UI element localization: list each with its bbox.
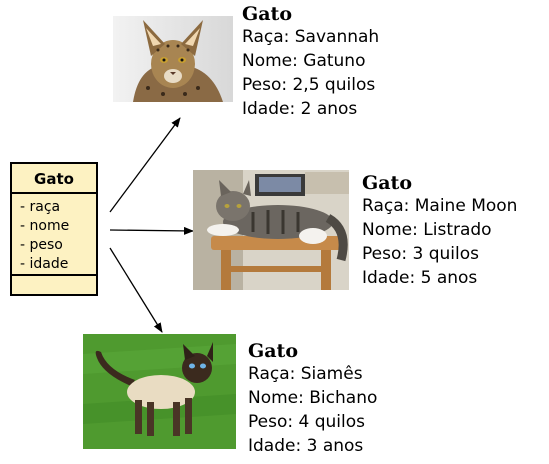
savannah-cat-photo — [113, 16, 233, 102]
object-name: Nome: Gatuno — [242, 51, 366, 71]
object-breed: Raça: Savannah — [242, 27, 380, 47]
uml-attribute: - raça — [20, 199, 61, 215]
object-age: Idade: 5 anos — [362, 268, 478, 288]
object-breed: Raça: Siamês — [248, 364, 363, 384]
object-name: Nome: Listrado — [362, 220, 492, 240]
maine-coon-cat-photo — [193, 170, 349, 290]
uml-class-box: Gato - raça - nome - peso - idade — [10, 162, 98, 296]
object-breed: Raça: Maine Moon — [362, 196, 518, 216]
object-header: Gato — [362, 172, 412, 194]
uml-class-title: Gato — [12, 164, 96, 194]
object-siames-info: Gato Raça: Siamês Nome: Bichano Peso: 4 … — [248, 340, 377, 458]
uml-attribute: - nome — [20, 218, 70, 234]
arrow-to-siames — [109, 247, 163, 333]
object-header: Gato — [248, 340, 298, 362]
siamese-cat-photo — [83, 334, 236, 449]
uml-attribute: - idade — [20, 256, 69, 272]
uml-attribute: - peso — [20, 237, 63, 253]
object-name: Nome: Bichano — [248, 388, 378, 408]
object-weight: Peso: 2,5 quilos — [242, 75, 376, 95]
object-weight: Peso: 4 quilos — [248, 412, 365, 432]
arrow-to-savannah — [109, 117, 181, 213]
arrow-to-maine — [109, 226, 194, 235]
object-header: Gato — [242, 3, 292, 25]
object-savannah-info: Gato Raça: Savannah Nome: Gatuno Peso: 2… — [242, 3, 379, 121]
object-age: Idade: 2 anos — [242, 99, 358, 119]
uml-attribute-list: - raça - nome - peso - idade — [12, 194, 96, 276]
object-maine-info: Gato Raça: Maine Moon Nome: Listrado Pes… — [362, 172, 517, 290]
object-weight: Peso: 3 quilos — [362, 244, 479, 264]
object-age: Idade: 3 anos — [248, 436, 364, 456]
